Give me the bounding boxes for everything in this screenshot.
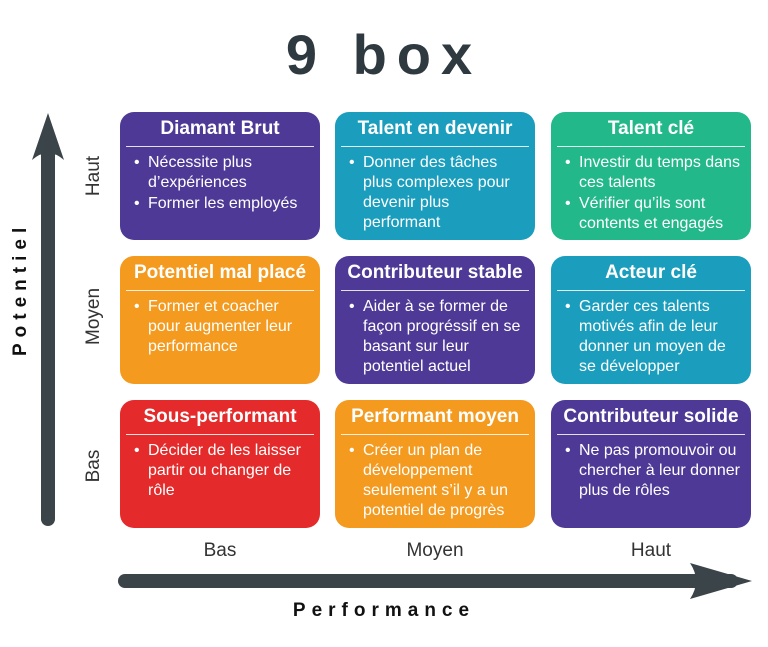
box-title: Performant moyen: [341, 406, 529, 435]
box-item: Investir du temps dans ces talents: [565, 153, 745, 193]
box-talent-cle: Talent clé Investir du temps dans ces ta…: [551, 112, 751, 240]
row-label-haut: Haut: [83, 155, 104, 197]
box-items: Créer un plan de développement seulement…: [341, 441, 529, 521]
box-item: Garder ces talents motivés afin de leur …: [565, 297, 745, 377]
box-items: Ne pas promouvoir ou chercher à leur don…: [557, 441, 745, 501]
box-item: Créer un plan de développement seulement…: [349, 441, 529, 521]
box-contributeur-stable: Contributeur stable Aider à se former de…: [335, 256, 535, 384]
col-label-moyen: Moyen: [406, 540, 464, 561]
box-item: Donner des tâches plus complexes pour de…: [349, 153, 529, 233]
y-axis-arrow: [32, 113, 64, 526]
x-axis-arrow: [118, 563, 752, 599]
box-title: Contributeur solide: [557, 406, 745, 435]
box-items: Investir du temps dans ces talents Vérif…: [557, 153, 745, 234]
box-performant-moyen: Performant moyen Créer un plan de dévelo…: [335, 400, 535, 528]
box-items: Donner des tâches plus complexes pour de…: [341, 153, 529, 233]
chart-title: 9 box: [285, 23, 483, 86]
box-title: Talent en devenir: [341, 118, 529, 147]
box-items: Aider à se former de façon progréssif en…: [341, 297, 529, 377]
box-items: Garder ces talents motivés afin de leur …: [557, 297, 745, 377]
box-sous-performant: Sous-performant Décider de les laisser p…: [120, 400, 320, 528]
box-item: Décider de les laisser partir ou changer…: [134, 441, 314, 501]
y-axis-title: Potentiel: [10, 221, 31, 356]
box-item: Vérifier qu’ils sont contents et engagés: [565, 194, 745, 234]
box-title: Sous-performant: [126, 406, 314, 435]
box-items: Nécessite plus d’expériences Former les …: [126, 153, 314, 214]
box-title: Acteur clé: [557, 262, 745, 291]
box-acteur-cle: Acteur clé Garder ces talents motivés af…: [551, 256, 751, 384]
box-item: Aider à se former de façon progréssif en…: [349, 297, 529, 377]
box-diamant-brut: Diamant Brut Nécessite plus d’expérience…: [120, 112, 320, 240]
box-talent-en-devenir: Talent en devenir Donner des tâches plus…: [335, 112, 535, 240]
row-label-moyen: Moyen: [83, 287, 104, 345]
box-item: Nécessite plus d’expériences: [134, 153, 314, 193]
box-title: Diamant Brut: [126, 118, 314, 147]
box-contributeur-solide: Contributeur solide Ne pas promouvoir ou…: [551, 400, 751, 528]
box-item: Former les employés: [134, 194, 314, 214]
box-items: Décider de les laisser partir ou changer…: [126, 441, 314, 501]
box-potentiel-mal-place: Potentiel mal placé Former et coacher po…: [120, 256, 320, 384]
x-axis-title: Performance: [292, 600, 476, 621]
box-title: Contributeur stable: [341, 262, 529, 291]
box-title: Potentiel mal placé: [126, 262, 314, 291]
col-label-haut: Haut: [630, 540, 672, 561]
col-label-bas: Bas: [203, 540, 237, 561]
box-title: Talent clé: [557, 118, 745, 147]
box-item: Ne pas promouvoir ou chercher à leur don…: [565, 441, 745, 501]
box-items: Former et coacher pour augmenter leur pe…: [126, 297, 314, 357]
box-item: Former et coacher pour augmenter leur pe…: [134, 297, 314, 357]
row-label-bas: Bas: [83, 449, 104, 483]
